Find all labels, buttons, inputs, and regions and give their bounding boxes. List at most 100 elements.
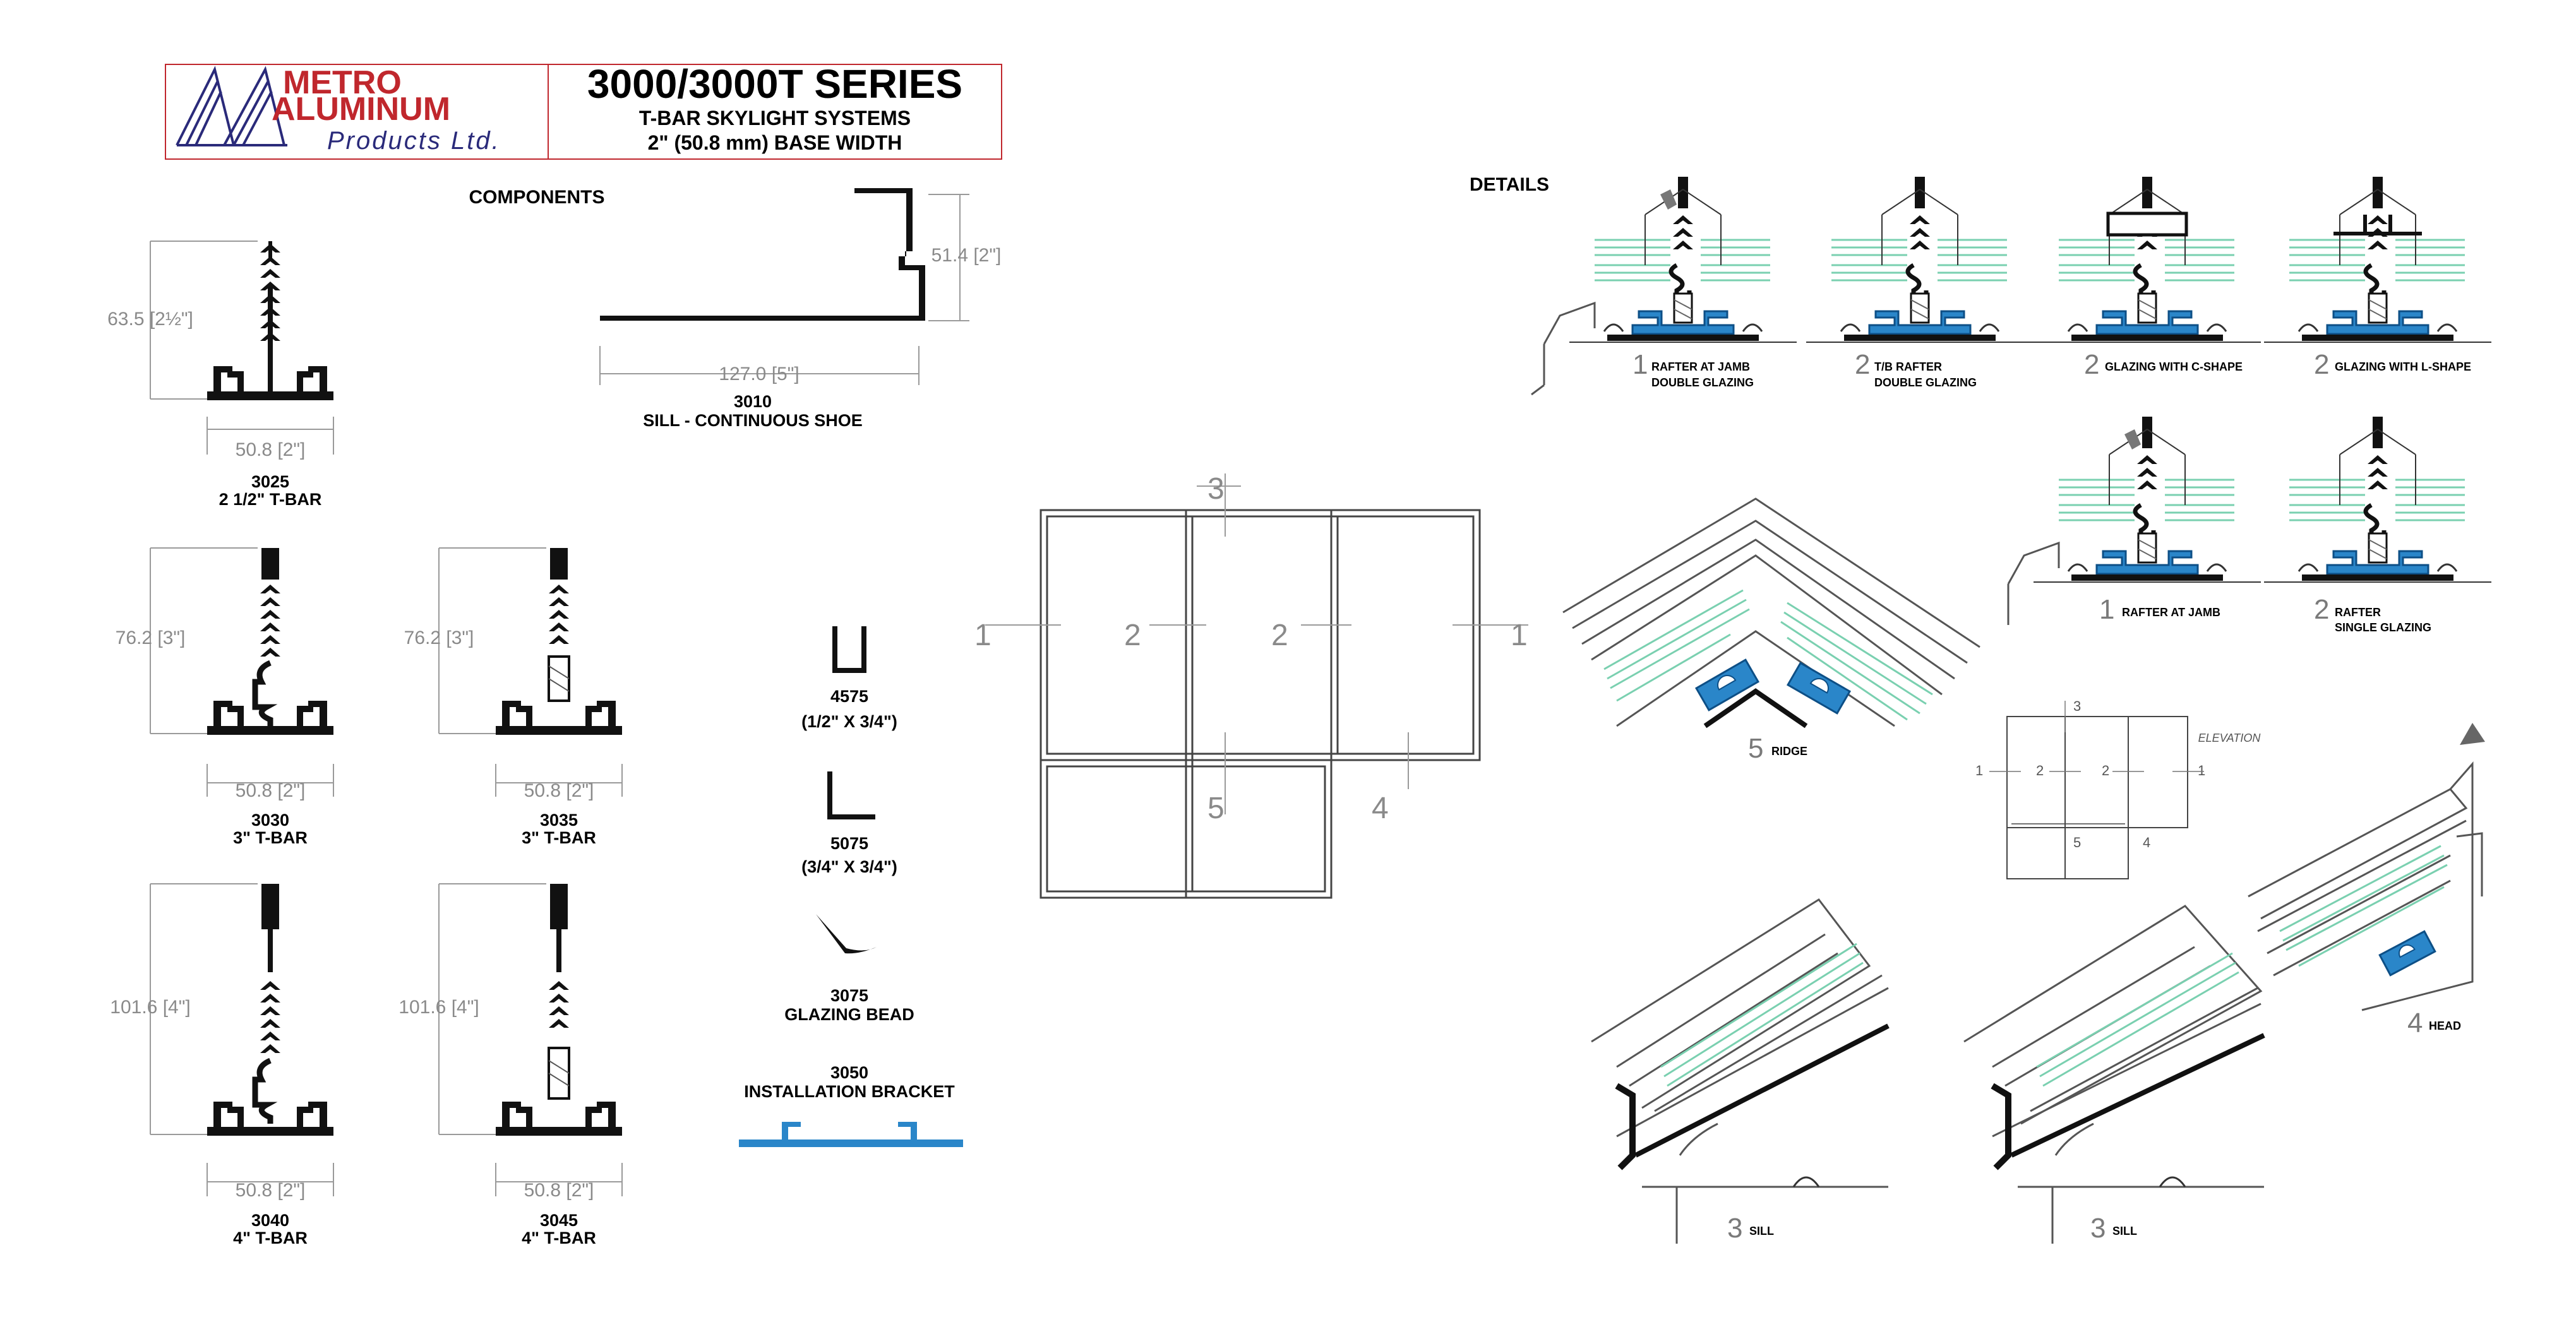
dim-3045-width: 50.8 [2"]	[524, 1180, 594, 1201]
detail-2-tb-rafter-double	[1806, 177, 2034, 342]
code-5075: 5075	[830, 834, 868, 853]
code-3030: 3030	[251, 811, 289, 830]
component-3045: 101.6 [4"] 50.8 [2"] 3045 4" T-BAR	[398, 883, 623, 1247]
desc-3030: 3" T-BAR	[233, 828, 308, 847]
detail-num-1b: 1	[2099, 594, 2114, 625]
details-heading: DETAILS	[1470, 174, 1549, 195]
detail-cap-2a-l2: DOUBLE GLAZING	[1874, 376, 1977, 389]
plan-marker-2-right: 2	[1271, 619, 1288, 652]
dim-3025-width: 50.8 [2"]	[236, 439, 306, 460]
detail-num-2d: 2	[2314, 594, 2329, 625]
desc-3045: 4" T-BAR	[522, 1229, 596, 1247]
detail-num-2b: 2	[2084, 349, 2099, 380]
accessory-5075: 5075 (3/4" X 3/4")	[801, 771, 897, 876]
detail-cap-3b: SILL	[2112, 1225, 2137, 1237]
detail-num-4: 4	[2407, 1008, 2423, 1038]
code-3035: 3035	[540, 811, 578, 830]
code-3075: 3075	[830, 986, 868, 1005]
detail-cap-2a-l1: T/B RAFTER	[1874, 360, 1942, 373]
accessory-3075: 3075 GLAZING BEAD	[784, 914, 914, 1024]
dim-3030-height: 76.2 [3"]	[116, 628, 186, 648]
desc-3025: 2 1/2" T-BAR	[219, 490, 322, 509]
elev-marker-2-right: 2	[2102, 763, 2109, 778]
detail-2-glazing-l-shape	[2264, 177, 2491, 342]
desc-5075: (3/4" X 3/4")	[801, 857, 897, 876]
dim-3010-height: 51.4 [2"]	[932, 245, 1002, 266]
desc-3035: 3" T-BAR	[522, 828, 596, 847]
detail-2-glazing-c-shape	[2034, 177, 2261, 342]
elev-marker-4: 4	[2143, 835, 2150, 850]
detail-cap-4: HEAD	[2429, 1020, 2461, 1032]
elev-marker-3: 3	[2073, 698, 2081, 714]
detail-cap-1a-l2: DOUBLE GLAZING	[1651, 376, 1754, 389]
component-3025: 63.5 [2½"] 50.8 [2"] 3025 2 1/2" T-BAR	[107, 241, 334, 509]
detail-1-rafter-jamb-double	[1531, 177, 1797, 396]
code-3010: 3010	[734, 392, 772, 411]
detail-5-ridge: 5 RIDGE	[1562, 497, 1980, 764]
detail-cap-2d-l2: SINGLE GLAZING	[2335, 621, 2431, 634]
plan-view: 3 1 2 2 1 5 4	[974, 472, 1528, 899]
detail-cap-1b-l1: RAFTER AT JAMB	[2122, 606, 2220, 619]
dim-3030-width: 50.8 [2"]	[236, 780, 306, 801]
elev-marker-2-left: 2	[2036, 763, 2044, 778]
component-3010: 51.4 [2"] 127.0 [5"] 3010 SILL - CONTINU…	[599, 188, 1002, 430]
dim-3040-height: 101.6 [4"]	[110, 997, 190, 1018]
plan-marker-4: 4	[1372, 792, 1389, 825]
elevation-diagram: ELEVATION 3 1 2 2 1 5 4	[1975, 698, 2261, 879]
detail-num-2c: 2	[2314, 349, 2329, 380]
plan-marker-1-left: 1	[974, 619, 991, 652]
elevation-label: ELEVATION	[2198, 732, 2261, 744]
dim-3045-height: 101.6 [4"]	[398, 997, 479, 1018]
dim-3035-height: 76.2 [3"]	[404, 628, 474, 648]
plan-marker-2-left: 2	[1124, 619, 1141, 652]
detail-cap-2d-l1: RAFTER	[2335, 606, 2381, 619]
plan-marker-1-right: 1	[1511, 619, 1528, 652]
detail-3-sill-a: 3 SILL	[1591, 898, 1890, 1244]
detail-num-5: 5	[1748, 733, 1763, 764]
detail-num-3a: 3	[1727, 1213, 1742, 1244]
detail-num-3b: 3	[2090, 1213, 2106, 1244]
plan-marker-3: 3	[1207, 472, 1225, 506]
detail-4-head: 4 HEAD	[2248, 723, 2485, 1038]
detail-cap-5: RIDGE	[1771, 745, 1807, 758]
desc-4575: (1/2" X 3/4")	[801, 712, 897, 731]
brand-line-2: ALUMINUM	[272, 91, 450, 128]
brand-line-1: METRO	[283, 64, 402, 101]
desc-3050: INSTALLATION BRACKET	[744, 1082, 955, 1101]
detail-captions-row-2: 1 RAFTER AT JAMB 2 RAFTER SINGLE GLAZING	[2099, 594, 2431, 634]
accessory-3050: 3050 INSTALLATION BRACKET	[739, 1063, 963, 1147]
dim-3010-width: 127.0 [5"]	[719, 364, 799, 384]
accessory-4575: 4575 (1/2" X 3/4")	[801, 626, 897, 731]
detail-1-rafter-jamb-single	[2007, 417, 2261, 625]
component-3035: 76.2 [3"] 50.8 [2"] 3035 3" T-BAR	[404, 547, 623, 847]
code-3040: 3040	[251, 1211, 289, 1230]
elev-marker-1-right: 1	[2198, 763, 2205, 778]
detail-num-2a: 2	[1855, 349, 1870, 380]
dim-3035-width: 50.8 [2"]	[524, 780, 594, 801]
component-3040: 101.6 [4"] 50.8 [2"] 3040 4" T-BAR	[110, 883, 334, 1247]
elev-marker-5: 5	[2073, 835, 2081, 850]
detail-num-1a: 1	[1632, 349, 1648, 380]
series-subtitle-2: 2" (50.8 mm) BASE WIDTH	[648, 131, 902, 154]
detail-captions-row-1: 1 RAFTER AT JAMB DOUBLE GLAZING 2 T/B RA…	[1632, 349, 2471, 389]
detail-cap-1a-l1: RAFTER AT JAMB	[1651, 360, 1750, 373]
desc-3075: GLAZING BEAD	[784, 1005, 914, 1024]
code-3050: 3050	[830, 1063, 868, 1082]
detail-2-rafter-single	[2264, 417, 2491, 582]
code-3045: 3045	[540, 1211, 578, 1230]
desc-3040: 4" T-BAR	[233, 1229, 308, 1247]
detail-cap-3a: SILL	[1749, 1225, 1774, 1237]
dim-3025-height: 63.5 [2½"]	[107, 309, 193, 330]
logo-block: METRO ALUMINUM Products Ltd. 3000/3000T …	[165, 61, 1002, 160]
desc-3010: SILL - CONTINUOUS SHOE	[643, 411, 863, 430]
detail-cap-2c-l1: GLAZING WITH L-SHAPE	[2335, 360, 2471, 373]
metro-logo-mark-icon	[176, 66, 287, 146]
series-subtitle-1: T-BAR SKYLIGHT SYSTEMS	[639, 107, 911, 129]
detail-3-sill-b: 3 SILL	[1963, 905, 2265, 1244]
brand-line-3: Products Ltd.	[327, 127, 501, 155]
series-title: 3000/3000T SERIES	[587, 61, 962, 107]
code-4575: 4575	[830, 687, 868, 706]
detail-cap-2b-l1: GLAZING WITH C-SHAPE	[2105, 360, 2243, 373]
component-3030: 76.2 [3"] 50.8 [2"] 3030 3" T-BAR	[116, 547, 334, 847]
